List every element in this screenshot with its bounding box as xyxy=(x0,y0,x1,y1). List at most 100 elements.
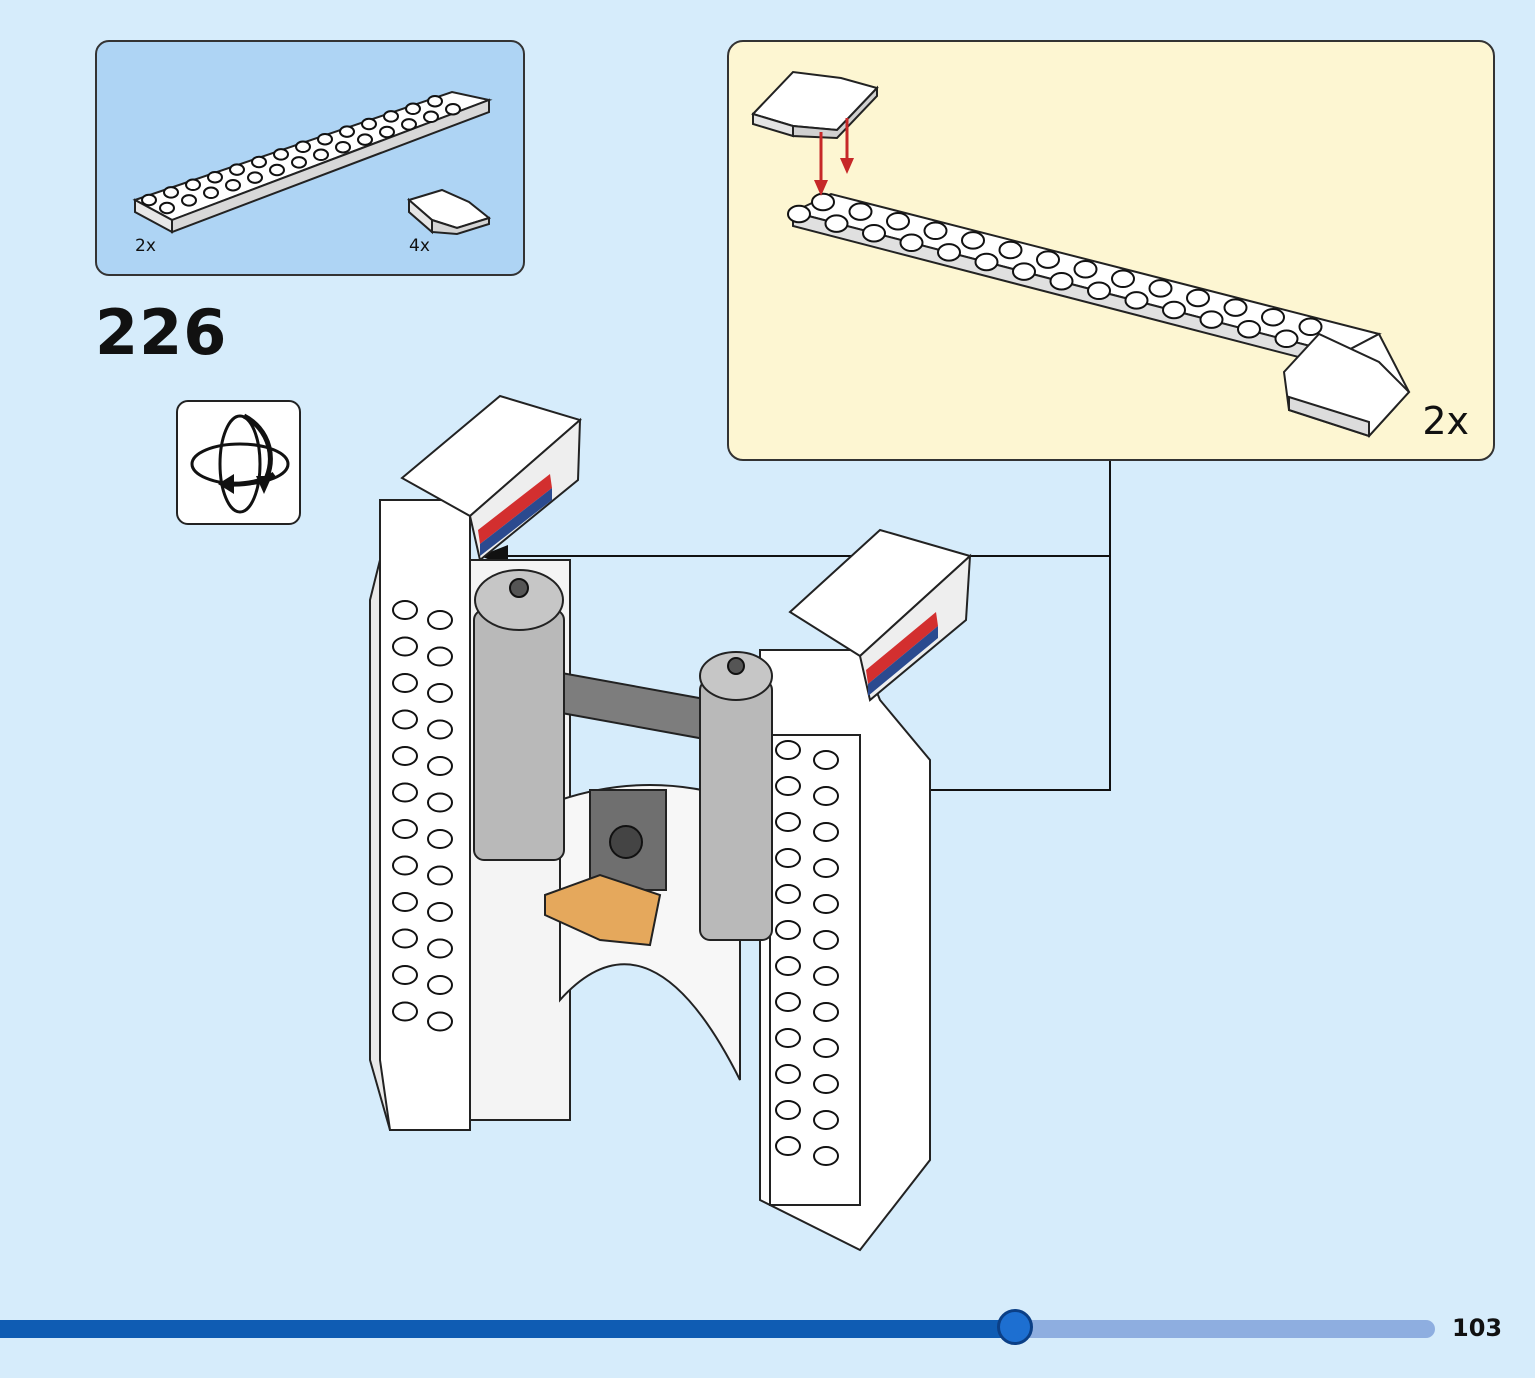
stud xyxy=(1148,279,1173,298)
stud xyxy=(295,140,311,154)
stud xyxy=(813,966,839,986)
stud xyxy=(813,750,839,770)
stud xyxy=(813,1038,839,1058)
stud xyxy=(1049,271,1074,291)
stud xyxy=(335,140,351,154)
page-number: 103 xyxy=(1452,1314,1503,1342)
stud xyxy=(392,709,418,730)
callout-pointer-lines xyxy=(480,461,1111,801)
rotate-model-box xyxy=(176,400,301,525)
white-slope-part xyxy=(406,188,492,236)
stud xyxy=(427,938,453,959)
stud xyxy=(1298,317,1323,337)
stud xyxy=(392,892,418,912)
stud xyxy=(813,1110,839,1130)
parts-illustration xyxy=(132,90,493,236)
stud xyxy=(813,894,839,914)
stud xyxy=(775,848,801,868)
stud xyxy=(401,118,417,131)
stud xyxy=(392,819,418,839)
progress-bar xyxy=(0,1309,1435,1345)
stud xyxy=(427,610,453,630)
stud xyxy=(392,1001,418,1022)
stud xyxy=(427,756,453,776)
stud xyxy=(775,992,801,1012)
stud xyxy=(392,673,418,693)
stud xyxy=(247,171,263,184)
stud xyxy=(1223,298,1248,317)
sub-assembly-illustration xyxy=(751,70,1411,438)
white-plate-part xyxy=(132,90,493,234)
stud xyxy=(775,884,801,904)
stud xyxy=(392,600,418,620)
stud xyxy=(974,252,999,272)
stud xyxy=(1199,310,1224,329)
stud xyxy=(181,194,197,207)
stud xyxy=(427,1011,453,1032)
stud xyxy=(1036,250,1060,269)
stud xyxy=(427,94,443,108)
stud xyxy=(1261,307,1285,327)
stud xyxy=(813,930,839,950)
stud xyxy=(775,1136,801,1156)
progress-fill xyxy=(0,1320,1015,1338)
rotate-model-icon xyxy=(190,413,290,514)
falling-slope-part xyxy=(751,70,879,140)
stud xyxy=(1274,329,1299,349)
stud xyxy=(862,223,886,243)
stud xyxy=(775,1064,801,1084)
stud xyxy=(185,178,201,192)
stud xyxy=(813,1146,839,1166)
stud xyxy=(775,740,801,760)
right-tower xyxy=(759,528,972,1252)
stud xyxy=(392,965,418,985)
stud xyxy=(923,221,948,241)
stud xyxy=(163,186,179,199)
stud xyxy=(1162,300,1186,320)
callout-qty: 2x xyxy=(1422,399,1469,443)
stud xyxy=(427,865,453,886)
stud xyxy=(998,240,1023,260)
stud xyxy=(313,148,329,162)
stud xyxy=(813,786,839,806)
stud xyxy=(445,102,461,116)
parts-list-panel: 2x 4x xyxy=(95,40,525,276)
stud xyxy=(405,102,421,116)
stud xyxy=(775,956,801,976)
stud xyxy=(427,683,453,703)
stud xyxy=(392,928,418,949)
placement-arrows xyxy=(814,118,854,196)
stud xyxy=(317,132,333,146)
stud xyxy=(1087,281,1111,301)
stud xyxy=(225,178,241,192)
stud xyxy=(251,155,267,169)
part-qty-slope: 4x xyxy=(409,236,430,256)
stud xyxy=(339,125,355,138)
stud xyxy=(813,858,839,878)
stud xyxy=(811,192,835,212)
stud xyxy=(392,636,418,657)
stud xyxy=(1124,291,1149,310)
stud xyxy=(361,117,377,131)
stud xyxy=(203,186,219,200)
stud xyxy=(787,204,811,224)
stud xyxy=(961,231,985,250)
stud xyxy=(427,719,453,740)
stud xyxy=(937,243,961,262)
stud xyxy=(427,829,453,849)
stud xyxy=(427,975,453,995)
stud xyxy=(392,782,418,803)
stud xyxy=(1012,262,1036,281)
stud xyxy=(813,1074,839,1094)
stud xyxy=(379,125,395,139)
stud xyxy=(229,163,245,176)
stud xyxy=(141,193,157,207)
progress-knob xyxy=(996,1309,1033,1345)
stud xyxy=(383,110,399,123)
stud xyxy=(273,148,289,161)
stud xyxy=(775,812,801,832)
stud xyxy=(813,1002,839,1022)
left-tower xyxy=(369,394,583,1131)
stud xyxy=(291,156,307,169)
stud xyxy=(775,920,801,940)
